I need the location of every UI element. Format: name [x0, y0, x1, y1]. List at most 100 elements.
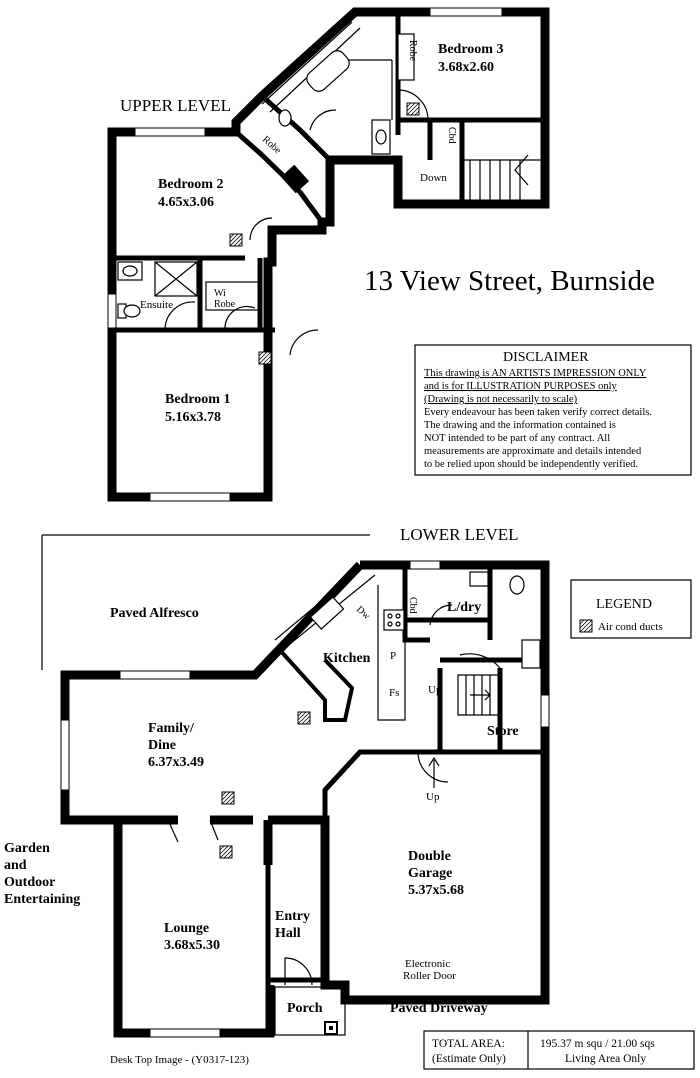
cbd-label-upper: Cbd [446, 127, 457, 144]
entry-label-2: Hall [275, 926, 301, 941]
disclaimer-line: measurements are approximate and details… [424, 446, 642, 457]
kitchen-sink [309, 596, 345, 630]
lounge-label: Lounge [164, 921, 209, 936]
pantry-label: P [390, 650, 396, 662]
garden-label-1: Garden [4, 841, 50, 856]
duct-icon [297, 711, 311, 725]
porch-label: Porch [287, 1001, 323, 1016]
lower-stairs [457, 674, 501, 716]
porch-area [274, 986, 346, 1036]
duct-icon [221, 791, 235, 805]
garden-label-4: Entertaining [4, 892, 80, 907]
total-area-box: TOTAL AREA: (Estimate Only) 195.37 m squ… [423, 1030, 695, 1070]
upper-toilet [278, 109, 292, 127]
garage-up-arrow [428, 756, 440, 788]
lower-level: Paved Alfresco Kitchen Dw Cbd P Fs L/dry… [4, 534, 550, 1038]
disclaimer-line: and is for ILLUSTRATION PURPOSES only [424, 381, 618, 392]
upper-stairs [462, 154, 545, 204]
window-bed1-bottom [149, 492, 231, 502]
driveway-label: Paved Driveway [390, 1001, 488, 1016]
door-arc-garage [417, 751, 449, 783]
garage-label-1: Double [408, 849, 451, 864]
disclaimer-line: Every endeavour has been taken verify co… [424, 407, 652, 418]
door-arc-bed2 [249, 217, 273, 241]
upper-outer-wall [107, 7, 550, 502]
lower-vanity [521, 639, 541, 669]
disclaimer-line: The drawing and the information containe… [424, 420, 616, 431]
family-size: 6.37x3.49 [148, 755, 204, 770]
cooktop [383, 609, 405, 631]
door-arc-wirobe [224, 305, 256, 331]
garage-label-2: Garage [408, 866, 452, 881]
upper-bath [306, 50, 350, 92]
wi-robe-label-2: Robe [214, 299, 236, 310]
door-arc-store [459, 653, 501, 669]
window-ensuite [107, 293, 117, 329]
wi-robe-label-1: Wi [214, 288, 226, 299]
window-bed2-top [134, 127, 206, 137]
upper-level: UPPER LEVEL Bedroom 3 3.68x2.60 Bedroom … [107, 7, 550, 502]
image-id: Desk Top Image - (Y0317-123) [110, 1054, 249, 1066]
robe-bed2-block [280, 164, 310, 194]
robe-label-bed2: Robe [260, 134, 283, 157]
roller-door-label-2: Roller Door [403, 970, 456, 982]
bedroom3-size: 3.68x2.60 [438, 60, 494, 75]
legend-title: LEGEND [596, 597, 652, 612]
family-label-1: Family/ [148, 721, 195, 736]
window-bed3-top [429, 7, 503, 17]
duct-icon [579, 619, 593, 633]
bedroom2-name: Bedroom 2 [158, 177, 223, 192]
ensuite-label: Ensuite [140, 299, 173, 311]
total-area-label-1: TOTAL AREA: [432, 1038, 505, 1050]
disclaimer-line: (Drawing is not necessarily to scale) [424, 394, 578, 405]
fridge-space-label: Fs [389, 687, 399, 699]
wi-robe-box [205, 281, 261, 311]
robe-bed3 [397, 33, 415, 81]
roller-door-label-1: Electronic [405, 958, 450, 970]
laundry-tub [469, 571, 489, 587]
disclaimer-title: DISCLAIMER [503, 350, 589, 365]
alfresco-boundary [41, 534, 370, 670]
bedroom1-name: Bedroom 1 [165, 392, 230, 407]
kitchen-label: Kitchen [323, 651, 371, 666]
stairs-down-label: Down [420, 172, 447, 184]
disclaimer-line: to be relied upon should be independentl… [424, 459, 638, 470]
garden-label-3: Outdoor [4, 875, 55, 890]
legend-box: LEGEND Air cond ducts [570, 579, 692, 639]
total-area-value-1: 195.37 m squ / 21.00 sqs [540, 1038, 655, 1050]
door-arc-ensuite [164, 301, 196, 331]
window-lounge-bottom [149, 1028, 221, 1038]
window-family-sliding [119, 670, 191, 680]
window-kitchen-top [409, 560, 441, 570]
bedroom3-name: Bedroom 3 [438, 42, 503, 57]
duct-icon [229, 233, 243, 247]
total-area-value-2: Living Area Only [565, 1053, 646, 1065]
door-arc-front [284, 957, 313, 986]
lower-level-title: LOWER LEVEL [400, 525, 519, 544]
duct-icon [406, 102, 420, 116]
garage-size: 5.37x5.68 [408, 883, 464, 898]
garden-label-2: and [4, 858, 27, 873]
kitchen-bench [276, 646, 355, 722]
disclaimer-line: NOT intended to be part of any contract.… [424, 433, 610, 444]
window-family-left [60, 719, 70, 791]
door-arc-bed3 [397, 89, 429, 121]
lower-toilet [509, 575, 525, 595]
bedroom2-size: 4.65x3.06 [158, 195, 214, 210]
laundry-label: L/dry [447, 600, 481, 615]
robe-label-bed3: Robe [407, 40, 418, 62]
family-label-2: Dine [148, 738, 176, 753]
entry-label-1: Entry [275, 909, 310, 924]
store-label: Store [487, 724, 519, 739]
disclaimer-box: DISCLAIMER This drawing is AN ARTISTS IM… [414, 344, 692, 476]
cbd-label-lower: Cbd [407, 597, 418, 614]
dw-label: Dw [354, 604, 373, 622]
property-address: 13 View Street, Burnside [364, 265, 655, 297]
door-arc-bed1 [289, 329, 319, 356]
total-area-label-2: (Estimate Only) [432, 1053, 506, 1065]
duct-icon [219, 845, 233, 859]
bedroom1-size: 5.16x3.78 [165, 410, 221, 425]
lower-outer-wall [60, 560, 550, 1038]
window-store [540, 694, 550, 728]
legend-item-label: Air cond ducts [598, 621, 663, 633]
